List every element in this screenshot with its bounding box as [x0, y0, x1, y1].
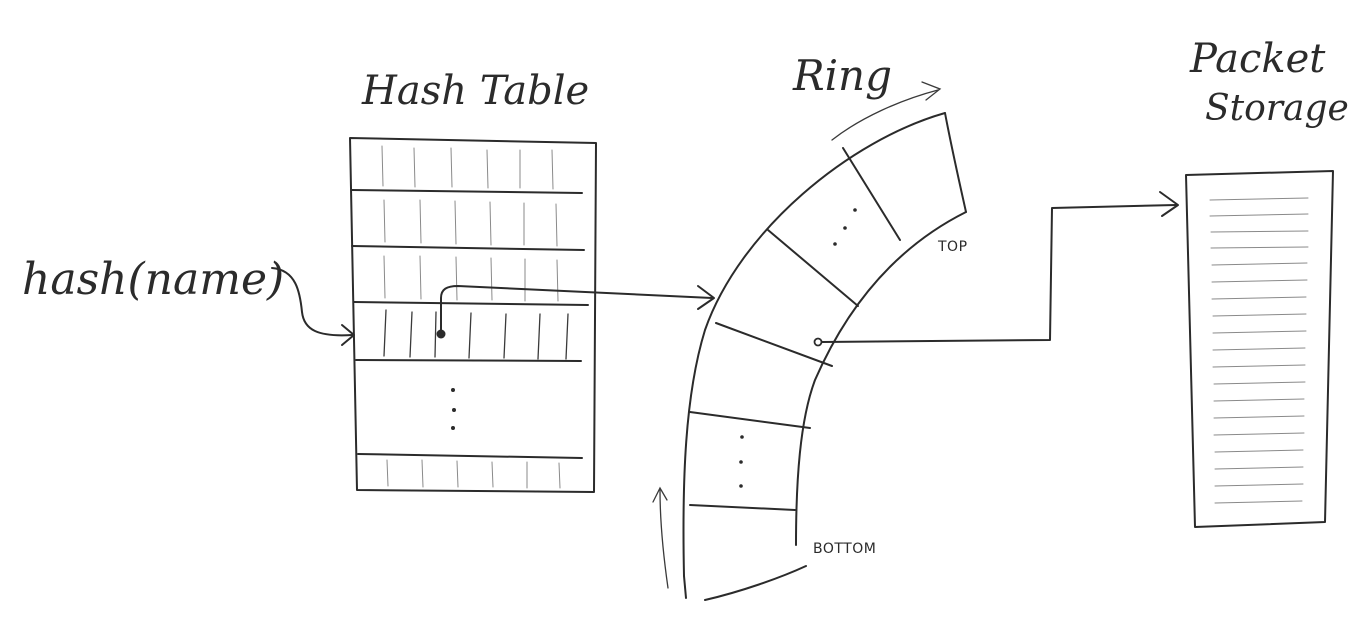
hash-table-pointer-dot	[436, 329, 446, 339]
hash-input-arrow	[271, 267, 355, 346]
hash-table-row-1-cells	[381, 145, 554, 190]
packet-storage	[1185, 170, 1334, 528]
ring-slot-divider	[842, 147, 901, 241]
ring-top-label: TOP	[937, 239, 968, 255]
ring-title: Ring	[792, 51, 892, 100]
hash-table-title: Hash Table	[361, 68, 589, 114]
hash-table-row-3-cells	[383, 255, 559, 302]
ring-lower-ellipsis	[739, 435, 744, 488]
ring-upper-ellipsis	[833, 208, 857, 246]
hash-input-label: hash(name)	[22, 254, 284, 305]
packet-storage-title-line1: Packet	[1189, 36, 1326, 82]
ring-slot-divider	[715, 322, 833, 367]
ring-bottom-cap	[704, 565, 807, 601]
ring-bottom-label: BOTTOM	[813, 541, 876, 557]
ring-inner-edge	[795, 211, 967, 546]
hash-table-row-line	[353, 301, 589, 306]
ring-slot-divider	[689, 504, 796, 511]
packet-storage-frame	[1185, 170, 1334, 528]
ring-direction-arrow-left	[652, 486, 669, 589]
ring-direction-arrow-top	[831, 81, 942, 141]
hash-table-row-line	[355, 359, 582, 362]
hash-table-row-4-cells	[383, 309, 569, 360]
ring-slot-divider	[767, 229, 859, 307]
ring-outer-edge	[682, 112, 946, 577]
hash-table-ellipsis	[451, 388, 456, 430]
hash-table-row-line	[351, 189, 583, 194]
ring-buffer	[682, 112, 967, 601]
packet-storage-title-line2: Storage	[1205, 88, 1349, 129]
hash-table-row-2-cells	[383, 199, 558, 247]
ring-slot-divider	[689, 411, 811, 429]
packet-storage-entries	[1209, 197, 1309, 504]
hash-table-row-line	[357, 453, 583, 459]
hash-table-row-last-cells	[386, 459, 561, 489]
ring-pointer-dot	[813, 337, 823, 347]
ring-top-cap	[944, 112, 967, 213]
ring-to-storage-arrow	[821, 191, 1179, 343]
hash-table-frame	[349, 137, 597, 493]
hash-table	[349, 137, 597, 493]
table-to-ring-arrow	[440, 285, 715, 331]
hash-table-row-line	[351, 245, 585, 251]
